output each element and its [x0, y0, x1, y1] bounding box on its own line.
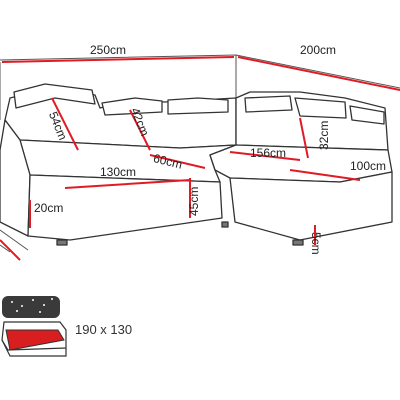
- sofa-outline: [0, 83, 393, 246]
- arm-height-label: 20cm: [34, 201, 64, 215]
- bed-icon: [1, 296, 67, 357]
- seat-height-label: 45cm: [187, 186, 201, 216]
- bed-size-label: 190 x 130: [75, 322, 133, 337]
- leg-height-label: 5cm: [309, 232, 323, 255]
- seat-depth-b-label: 100cm: [350, 159, 387, 173]
- top-dimension-lines: [1, 56, 400, 91]
- base-guides: [0, 229, 29, 253]
- back-guides: [0, 54, 400, 120]
- back-height-c-label: 32cm: [317, 120, 331, 150]
- seat-length-label: 130cm: [100, 165, 137, 179]
- total-width-label: 250cm: [90, 43, 127, 57]
- seat-length-corner-label: 156cm: [250, 146, 287, 160]
- corner-width-label: 200cm: [300, 43, 337, 57]
- interior-dimension-lines: [0, 97, 361, 261]
